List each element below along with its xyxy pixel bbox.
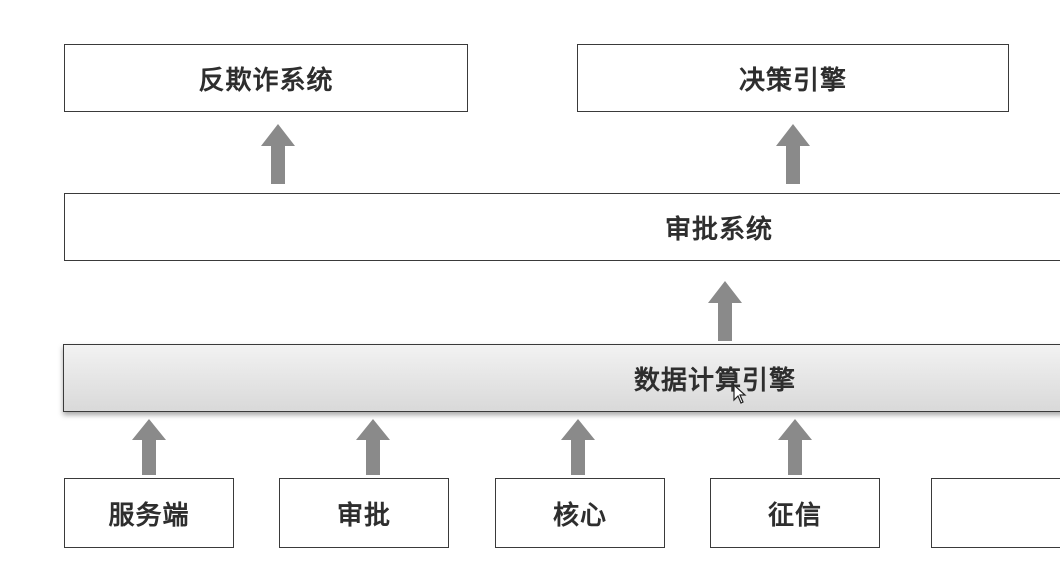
- arrow-up-icon: [778, 419, 812, 475]
- decision-engine-label: 决策引擎: [738, 65, 847, 96]
- approval-system-box: 审批系统: [64, 193, 1060, 261]
- extra-source-box: [931, 478, 1060, 548]
- service-end-box: 服务端: [64, 478, 234, 548]
- data-compute-engine-label: 数据计算引擎: [634, 365, 797, 396]
- approval-source-label: 审批: [336, 500, 391, 531]
- credit-box: 征信: [710, 478, 880, 548]
- arrow-up-icon: [261, 124, 295, 184]
- service-end-label: 服务端: [108, 500, 190, 531]
- arrow-up-icon: [356, 419, 390, 475]
- arrow-up-icon: [776, 124, 810, 184]
- antifraud-system-label: 反欺诈系统: [198, 65, 334, 96]
- data-compute-engine-box: 数据计算引擎: [63, 344, 1060, 412]
- arrow-up-icon: [132, 419, 166, 475]
- core-label: 核心: [552, 500, 607, 531]
- approval-system-label: 审批系统: [665, 214, 774, 245]
- mouse-cursor-icon: [733, 384, 747, 404]
- arrow-up-icon: [561, 419, 595, 475]
- antifraud-system-box: 反欺诈系统: [64, 44, 468, 112]
- credit-label: 征信: [767, 500, 822, 531]
- arrow-up-icon: [708, 281, 742, 341]
- decision-engine-box: 决策引擎: [577, 44, 1009, 112]
- core-box: 核心: [495, 478, 665, 548]
- approval-source-box: 审批: [279, 478, 449, 548]
